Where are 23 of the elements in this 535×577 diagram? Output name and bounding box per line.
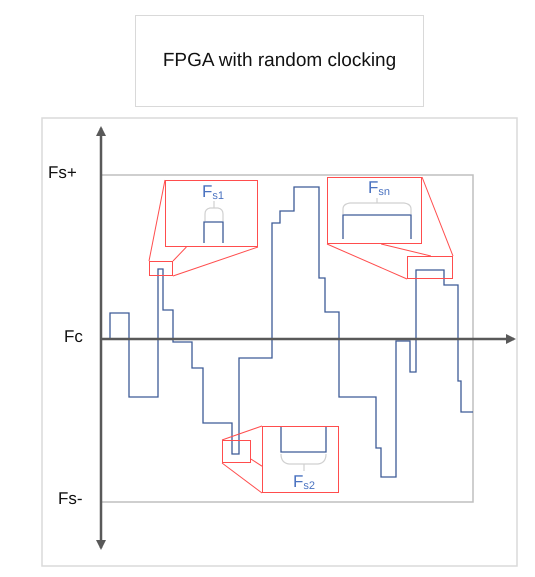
- zoom-inset-box: [262, 426, 339, 493]
- leader-line: [422, 176, 454, 256]
- axis-level-label: Fs-: [58, 489, 83, 509]
- frequency-label: F$_{s1}$: [202, 183, 224, 202]
- leader-line: [250, 458, 262, 467]
- zoom-region-box: [149, 261, 173, 276]
- leader-line: [172, 246, 258, 276]
- title-text: FPGA with random clocking: [162, 50, 396, 72]
- zoom-inset-box: [165, 180, 258, 247]
- leader-line: [172, 246, 187, 262]
- axis-level-label: Fs+: [48, 163, 77, 183]
- title-box: [135, 15, 424, 107]
- zoom-inset-box: [327, 177, 422, 244]
- frequency-label: F$_{s2}$: [293, 473, 315, 492]
- leader-line: [222, 462, 262, 494]
- leader-line: [148, 180, 166, 262]
- leader-line: [380, 244, 432, 256]
- zoom-region-box: [407, 256, 453, 279]
- axis-level-label: Fc: [64, 327, 83, 347]
- leader-line: [222, 426, 262, 440]
- frequency-label: F$_{sn}$: [368, 179, 390, 198]
- leader-line: [326, 244, 408, 280]
- zoom-region-box: [222, 440, 251, 463]
